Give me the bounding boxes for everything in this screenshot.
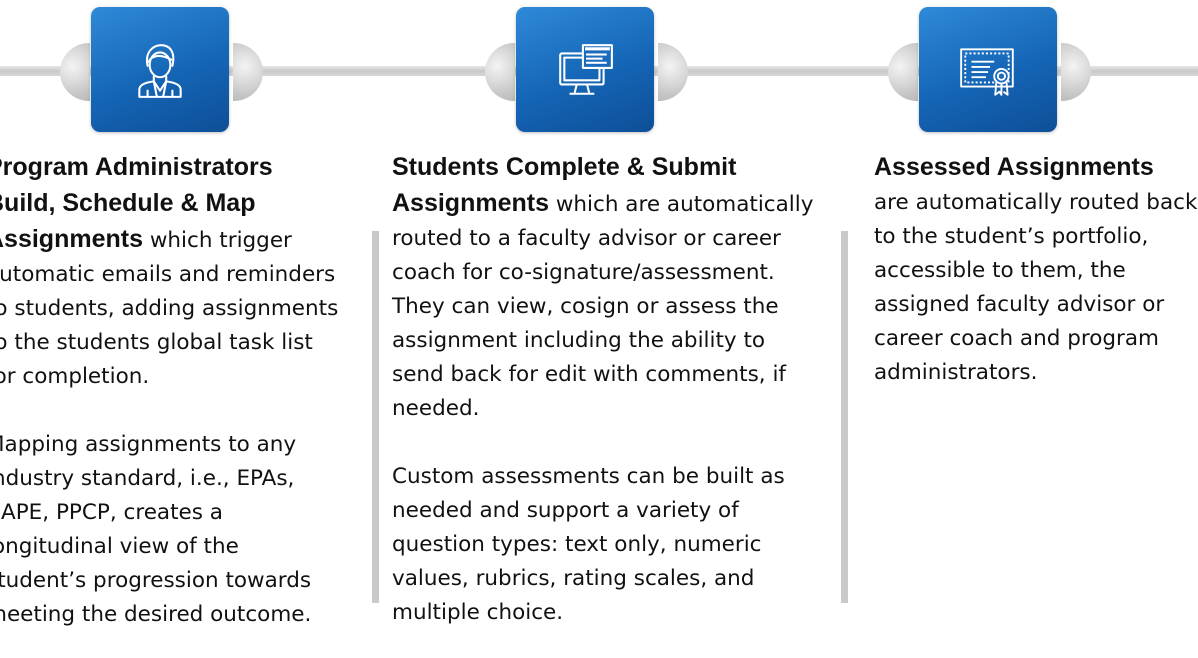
step-1-description: Program Administrators Build, Schedule &… — [0, 150, 342, 632]
connector-cap-right — [233, 43, 263, 101]
step-1-heading: Program Administrators Build, Schedule &… — [0, 153, 273, 253]
connector-cap-right — [658, 43, 688, 101]
step-1-icon-tile — [91, 7, 229, 132]
step-2-icon-tile — [516, 7, 654, 132]
column-divider — [372, 231, 379, 603]
step-2-heading: Students Complete & Submit Assignments — [392, 153, 737, 217]
administrator-person-icon — [138, 43, 182, 98]
column-divider — [841, 231, 848, 603]
step-1-paragraph-2: Mapping assignments to any industry stan… — [0, 432, 312, 627]
certificate-icon — [960, 47, 1014, 96]
connector-cap-right — [1061, 43, 1091, 101]
step-2-paragraph: Students Complete & Submit Assignments w… — [392, 150, 822, 426]
step-2-body: which are automatically routed to a facu… — [392, 192, 814, 421]
computer-monitor-icon — [559, 43, 613, 95]
connector-cap-left — [888, 43, 918, 101]
step-3-body: are automatically routed back to the stu… — [874, 190, 1198, 385]
step-1-body: which trigger automatic emails and remin… — [0, 228, 339, 389]
step-3-paragraph: Assessed Assignments are automatically r… — [874, 150, 1198, 390]
step-3-description: Assessed Assignments are automatically r… — [874, 150, 1198, 390]
step-1-paragraph: Program Administrators Build, Schedule &… — [0, 150, 342, 394]
connector-cap-left — [60, 43, 90, 101]
step-2-description: Students Complete & Submit Assignments w… — [392, 150, 822, 630]
connector-cap-left — [485, 43, 515, 101]
step-3-icon-tile — [919, 7, 1057, 132]
step-3-heading: Assessed Assignments — [874, 153, 1154, 181]
step-2-paragraph-2: Custom assessments can be built as neede… — [392, 464, 785, 625]
